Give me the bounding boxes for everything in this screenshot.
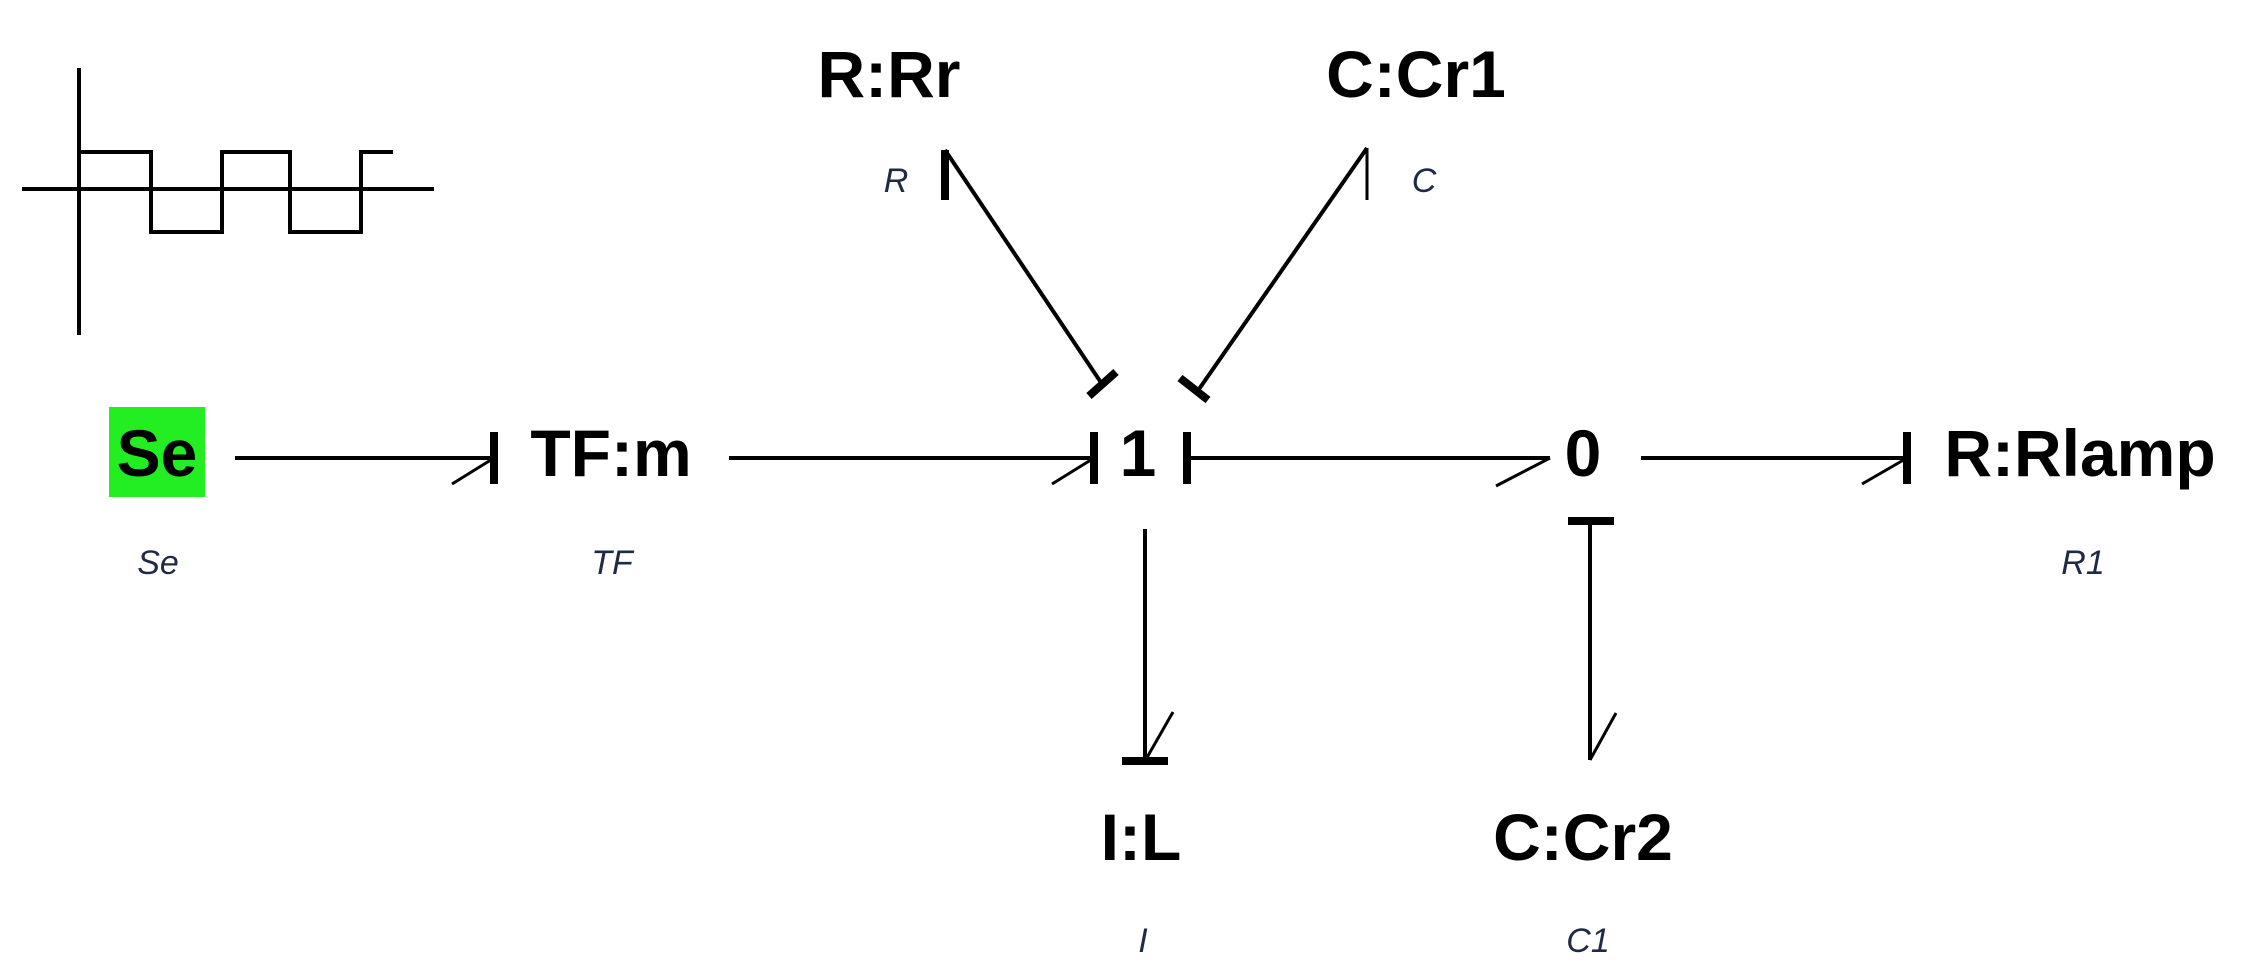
- bond-rr-one[interactable]: [941, 148, 1119, 399]
- cr2-label: C:Cr2: [1493, 800, 1673, 874]
- cr1-type-label: C: [1412, 162, 1437, 200]
- rr-label: R:Rr: [818, 37, 961, 111]
- il-label: I:L: [1101, 800, 1182, 874]
- cr2-type-label: C1: [1566, 922, 1609, 960]
- cr1-label: C:Cr1: [1326, 37, 1506, 111]
- node-zero-junction[interactable]: 0: [1565, 416, 1602, 490]
- square-wave-icon: [22, 68, 434, 335]
- node-cr1[interactable]: C:Cr1 C: [1326, 37, 1506, 200]
- node-se[interactable]: Se Se: [109, 407, 205, 582]
- se-label: Se: [117, 416, 198, 490]
- bond-one-il[interactable]: [1122, 529, 1175, 765]
- tf-label: TF:m: [530, 416, 691, 490]
- rlamp-label: R:Rlamp: [1944, 416, 2215, 490]
- node-rr[interactable]: R:Rr R: [818, 37, 961, 200]
- il-type-label: I: [1138, 922, 1148, 960]
- node-rlamp[interactable]: R:Rlamp R1: [1944, 416, 2215, 582]
- bond-tf-one[interactable]: [729, 432, 1098, 486]
- se-highlight: [109, 407, 205, 497]
- bond-zero-one[interactable]: [1183, 432, 1551, 488]
- rlamp-type-label: R1: [2061, 544, 2104, 582]
- se-type-label: Se: [137, 544, 179, 582]
- tf-type-label: TF: [591, 544, 635, 582]
- node-tf[interactable]: TF:m TF: [530, 416, 691, 582]
- zero-junction-label: 0: [1565, 416, 1602, 490]
- bond-se-tf[interactable]: [235, 432, 498, 486]
- one-junction-label: 1: [1120, 416, 1157, 490]
- bond-cr1-one[interactable]: [1177, 146, 1369, 404]
- rr-type-label: R: [884, 162, 909, 200]
- node-il[interactable]: I:L I: [1101, 800, 1182, 960]
- bond-cr2-zero[interactable]: [1568, 517, 1618, 761]
- bond-zero-rlamp[interactable]: [1641, 432, 1911, 486]
- node-one-junction[interactable]: 1: [1120, 416, 1157, 490]
- node-cr2[interactable]: C:Cr2 C1: [1493, 800, 1673, 960]
